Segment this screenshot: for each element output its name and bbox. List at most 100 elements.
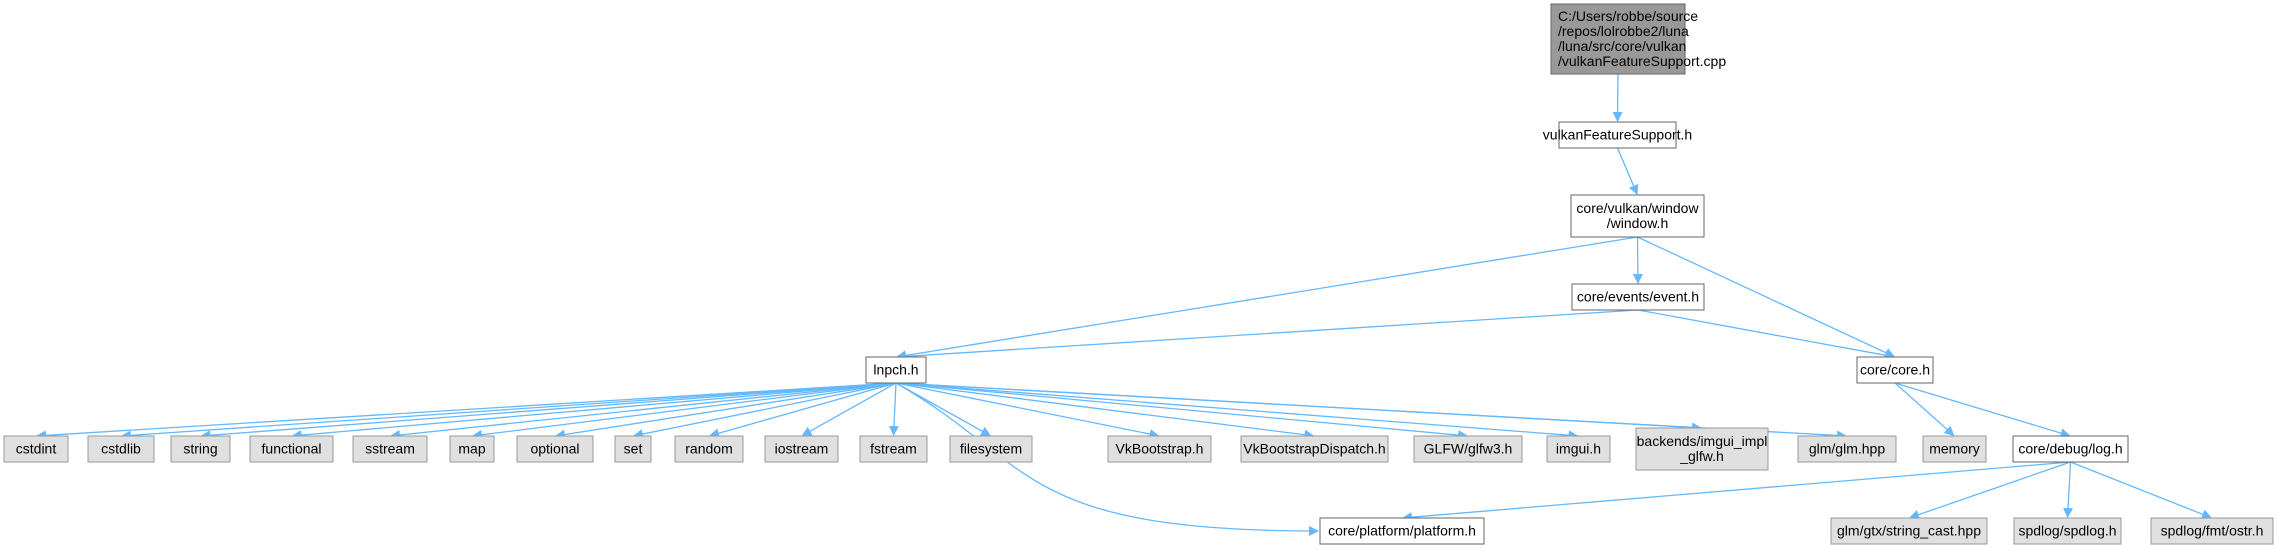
node-box — [1107, 435, 1212, 463]
node-box — [87, 435, 155, 463]
edge-lnpch_h-to-string — [200, 382, 897, 441]
node-set: set — [614, 435, 652, 463]
node-box — [1413, 435, 1523, 463]
node-label: vulkanFeatureSupport.h — [1543, 127, 1692, 143]
node-box — [1635, 427, 1769, 471]
node-box — [859, 435, 928, 463]
node-imgui-impl: backends/imgui_impl_glfw.h — [1635, 427, 1769, 471]
edge-lnpch_h-to-vkbootstrap — [895, 382, 1160, 439]
node-label: C:/Users/robbe/source — [1558, 8, 1698, 24]
node-label: core/vulkan/window — [1576, 200, 1699, 216]
edge-layer — [35, 73, 2212, 536]
node-label: spdlog/fmt/ostr.h — [2161, 523, 2264, 539]
node-box — [3, 435, 69, 463]
node-label: /luna/src/core/vulkan — [1558, 38, 1686, 54]
node-box — [949, 435, 1033, 463]
edge-lnpch_h-to-glfw3 — [895, 382, 1468, 441]
node-label: memory — [1929, 441, 1980, 457]
node-box — [1571, 283, 1705, 311]
node-root[interactable]: C:/Users/robbe/source/repos/lolrobbe2/lu… — [1550, 3, 1726, 75]
edge-log_h-to-string_cast — [1908, 461, 2071, 520]
node-string: string — [170, 435, 231, 463]
node-label: imgui.h — [1556, 441, 1601, 457]
node-vkbootstrap: VkBootstrap.h — [1107, 435, 1212, 463]
node-label: VkBootstrapDispatch.h — [1243, 441, 1385, 457]
node-label: /vulkanFeatureSupport.cpp — [1558, 53, 1726, 69]
node-label: core/core.h — [1860, 362, 1930, 378]
node-string-cast: glm/gtx/string_cast.hpp — [1830, 517, 1988, 545]
node-label: optional — [530, 441, 579, 457]
edge-log_h-to-ostr — [2070, 461, 2212, 519]
node-cstdint: cstdint — [3, 435, 69, 463]
node-map: map — [449, 435, 495, 463]
node-label: spdlog/spdlog.h — [2018, 523, 2116, 539]
node-label: iostream — [775, 441, 829, 457]
node-label: filesystem — [960, 441, 1022, 457]
node-vfs-h[interactable]: vulkanFeatureSupport.h — [1543, 121, 1692, 149]
node-box — [449, 435, 495, 463]
node-box — [516, 435, 594, 463]
node-lnpch-h[interactable]: lnpch.h — [865, 356, 927, 384]
node-box — [1319, 517, 1485, 545]
node-window-h[interactable]: core/vulkan/window/window.h — [1570, 194, 1705, 238]
edge-vfs_h-to-window_h — [1616, 147, 1639, 196]
node-label: map — [458, 441, 485, 457]
node-box — [1830, 517, 1988, 545]
node-box — [170, 435, 231, 463]
node-box — [1550, 3, 1686, 75]
edge-lnpch_h-to-cstdint — [35, 382, 897, 441]
node-memory: memory — [1922, 435, 1987, 463]
node-fstream: fstream — [859, 435, 928, 463]
edge-lnpch_h-to-platform_h — [895, 382, 1319, 536]
node-label: string — [183, 441, 217, 457]
edge-event_h-to-core_h — [1637, 309, 1896, 361]
node-sstream: sstream — [352, 435, 428, 463]
node-box — [1856, 356, 1934, 384]
edge-lnpch_h-to-cstdlib — [121, 382, 897, 441]
edge-window_h-to-lnpch_h — [895, 236, 1638, 361]
node-label: /window.h — [1607, 215, 1668, 231]
node-vkbootstrap-dispatch: VkBootstrapDispatch.h — [1240, 435, 1389, 463]
node-label: random — [685, 441, 732, 457]
node-event-h[interactable]: core/events/event.h — [1571, 283, 1705, 311]
edge-lnpch_h-to-glm — [895, 382, 1847, 441]
node-optional: optional — [516, 435, 594, 463]
edge-lnpch_h-to-vkbootstrap_dispatch — [895, 382, 1315, 440]
edge-lnpch_h-to-random — [708, 382, 897, 439]
node-box — [249, 435, 334, 463]
edge-lnpch_h-to-optional — [554, 382, 897, 440]
edge-core_h-to-log_h — [1894, 382, 2071, 438]
node-cstdlib: cstdlib — [87, 435, 155, 463]
edge-window_h-to-core_h — [1637, 236, 1895, 358]
node-label: cstdint — [16, 441, 57, 457]
edge-lnpch_h-to-functional — [291, 382, 897, 441]
edge-lnpch_h-to-iostream — [801, 382, 897, 437]
node-glm: glm/glm.hpp — [1797, 435, 1897, 463]
node-label: core/events/event.h — [1577, 289, 1699, 305]
node-functional: functional — [249, 435, 334, 463]
edge-lnpch_h-to-sstream — [390, 382, 897, 440]
node-box — [1240, 435, 1389, 463]
node-platform-h[interactable]: core/platform/platform.h — [1319, 517, 1485, 545]
node-box — [764, 435, 839, 463]
node-layer: C:/Users/robbe/source/repos/lolrobbe2/lu… — [3, 3, 2274, 545]
node-log-h[interactable]: core/debug/log.h — [2012, 435, 2129, 463]
node-box — [1922, 435, 1987, 463]
edge-log_h-to-spdlog — [2063, 461, 2074, 518]
node-spdlog: spdlog/spdlog.h — [2013, 517, 2122, 545]
edge-log_h-to-platform_h — [1402, 461, 2071, 523]
node-iostream: iostream — [764, 435, 839, 463]
node-imgui: imgui.h — [1546, 435, 1611, 463]
node-box — [1546, 435, 1611, 463]
node-box — [1570, 194, 1705, 238]
node-ostr: spdlog/fmt/ostr.h — [2150, 517, 2274, 545]
node-label: cstdlib — [101, 441, 141, 457]
node-box — [674, 435, 744, 463]
edge-lnpch_h-to-map — [471, 382, 897, 440]
node-core-h[interactable]: core/core.h — [1856, 356, 1934, 384]
node-random: random — [674, 435, 744, 463]
edge-lnpch_h-to-fstream — [888, 382, 899, 436]
edge-lnpch_h-to-imgui — [895, 382, 1579, 441]
node-label: core/debug/log.h — [2018, 441, 2122, 457]
